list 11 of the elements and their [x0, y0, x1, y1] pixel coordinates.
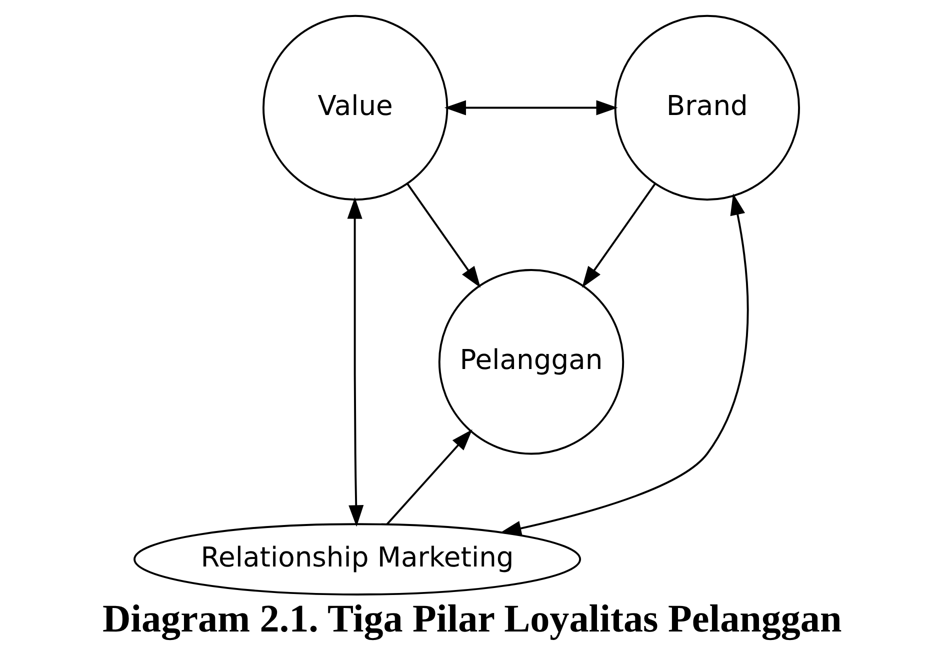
arrow	[386, 429, 472, 525]
node-circle: Value	[262, 14, 448, 201]
arrow	[346, 197, 364, 527]
arrow	[444, 100, 618, 116]
node-circle: Brand	[614, 14, 800, 201]
arrow	[581, 184, 656, 288]
node-circle: Pelanggan	[438, 269, 624, 455]
arrow	[406, 184, 480, 288]
node-ellipse: Relationship Marketing	[133, 523, 581, 596]
caption: Diagram 2.1. Tiga Pilar Loyalitas Pelanggan	[102, 598, 842, 641]
arrow	[499, 194, 748, 536]
